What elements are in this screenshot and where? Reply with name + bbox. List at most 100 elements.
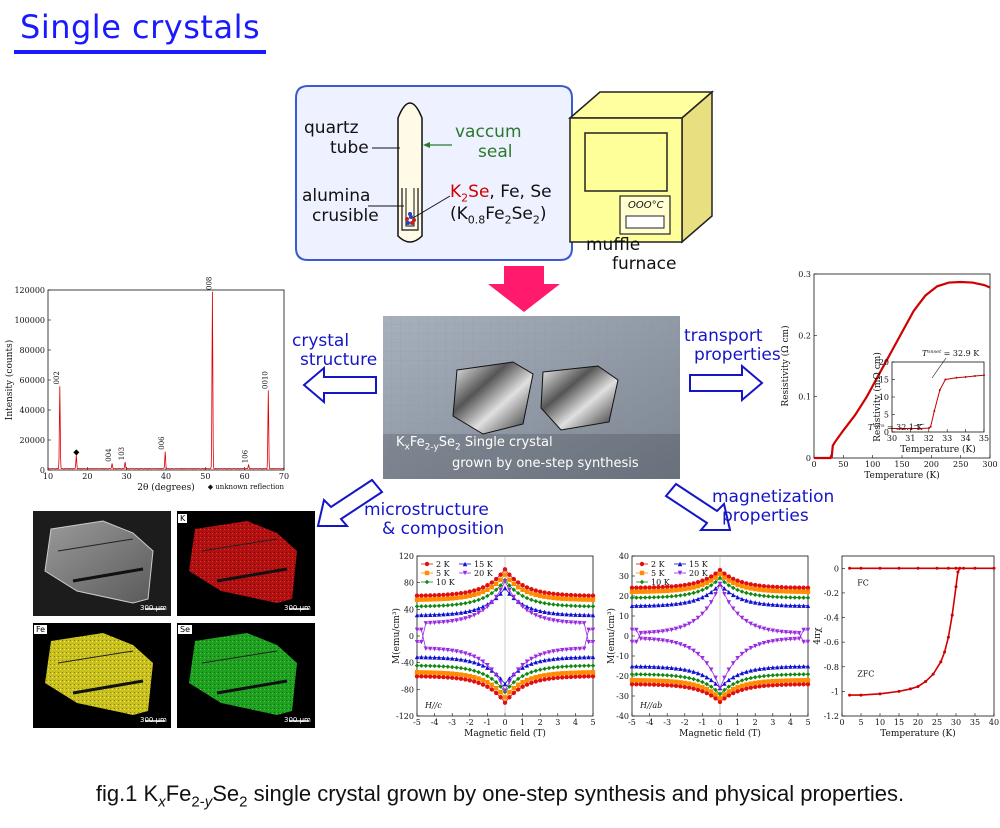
x-axis-label: 2θ (degrees) <box>137 482 194 493</box>
mh-point <box>524 589 530 595</box>
mh-point <box>735 655 740 661</box>
mh-point <box>735 611 740 617</box>
mh-point <box>647 664 652 669</box>
mh-point <box>801 589 806 594</box>
mh-point <box>709 667 714 672</box>
mh-point <box>638 664 643 669</box>
mh-point <box>494 685 499 691</box>
mh-point <box>713 675 718 681</box>
y-tick-label: 20000 <box>20 436 45 445</box>
mh-point <box>792 585 797 590</box>
mh-point <box>564 611 569 617</box>
mh-point <box>761 626 767 632</box>
mh-point <box>542 673 547 678</box>
title-underline <box>14 50 266 54</box>
mh-point <box>687 681 692 686</box>
mh-point <box>801 664 806 669</box>
mh-point <box>423 593 428 598</box>
zfc-point <box>931 672 935 676</box>
mh-point <box>577 597 582 602</box>
mh-point <box>638 603 643 608</box>
mh-point <box>757 625 762 630</box>
mh-point <box>805 585 811 591</box>
mh-point <box>709 677 714 683</box>
mh-point <box>788 637 793 642</box>
mh-point <box>722 571 727 576</box>
crack <box>201 538 278 552</box>
mh-point <box>472 613 477 618</box>
mh-point <box>551 656 556 662</box>
mh-point <box>792 603 797 608</box>
mh-point <box>673 640 679 646</box>
mh-point <box>546 650 552 655</box>
mh-point <box>441 611 446 617</box>
mh-point <box>757 684 762 689</box>
mh-point <box>462 561 468 567</box>
mh-point <box>458 657 464 662</box>
mh-point <box>673 601 679 606</box>
mh-point <box>673 679 679 685</box>
mh-point <box>582 593 587 598</box>
mh-point <box>476 591 481 596</box>
y-tick-label: -1.2 <box>824 712 839 721</box>
mh-point <box>511 587 516 592</box>
mh-point <box>568 612 574 617</box>
mh-point <box>476 676 481 681</box>
mh-point <box>678 587 683 592</box>
mh-point <box>673 583 679 589</box>
mh-point <box>542 677 547 682</box>
mh-point <box>582 621 587 626</box>
mh-point <box>656 589 661 594</box>
mh-point <box>423 663 428 668</box>
mh-point <box>476 606 481 611</box>
mh-point <box>691 619 696 624</box>
mh-point <box>660 602 665 608</box>
mh-point <box>529 680 534 686</box>
zfc-point <box>954 585 958 589</box>
y-axis-label: M(emu/cm³) <box>391 608 402 664</box>
y-tick-label: 40 <box>404 605 414 614</box>
legend-label: 2 K <box>651 560 666 569</box>
mh-point <box>779 585 784 590</box>
y-tick-label: 20 <box>879 358 889 367</box>
mh-point <box>691 585 696 590</box>
mh-point <box>507 577 512 583</box>
mh-point <box>639 561 645 567</box>
mh-point <box>643 585 648 590</box>
mh-point <box>472 592 477 598</box>
mh-point <box>414 670 420 675</box>
x-tick-label: 30 <box>887 434 897 443</box>
mh-point <box>516 687 521 692</box>
mh-point <box>485 587 490 592</box>
mh-point <box>669 665 674 671</box>
mh-point <box>700 582 705 587</box>
x-axis-label: Temperature (K) <box>880 728 956 739</box>
mh-point <box>722 586 727 591</box>
x-tick-label: -5 <box>628 718 636 727</box>
mh-point <box>586 593 591 598</box>
mh-point <box>634 589 639 594</box>
scale-bar-1: 300 µm <box>140 604 167 612</box>
y-tick-label: -120 <box>396 712 414 721</box>
mh-point <box>770 639 775 644</box>
crack <box>57 538 134 552</box>
legend-label: 20 K <box>689 569 709 578</box>
mh-point <box>511 680 516 685</box>
mh-point <box>634 639 639 645</box>
mh-point <box>656 672 661 678</box>
tc-zero-label: Tzero = 32.1 K <box>868 423 923 432</box>
mh-point <box>436 612 442 617</box>
mh-point <box>682 667 687 672</box>
mh-point <box>538 614 543 620</box>
arrow-right-icon <box>689 363 764 403</box>
mh-point <box>423 670 428 675</box>
mh-point <box>731 686 736 692</box>
mh-point <box>695 580 701 585</box>
zfc-point <box>956 570 960 574</box>
mh-point <box>538 678 543 683</box>
mh-point <box>445 675 450 680</box>
mh-point <box>638 636 643 642</box>
mh-point <box>502 695 508 700</box>
mh-point <box>792 636 797 642</box>
mh-point <box>538 589 543 594</box>
